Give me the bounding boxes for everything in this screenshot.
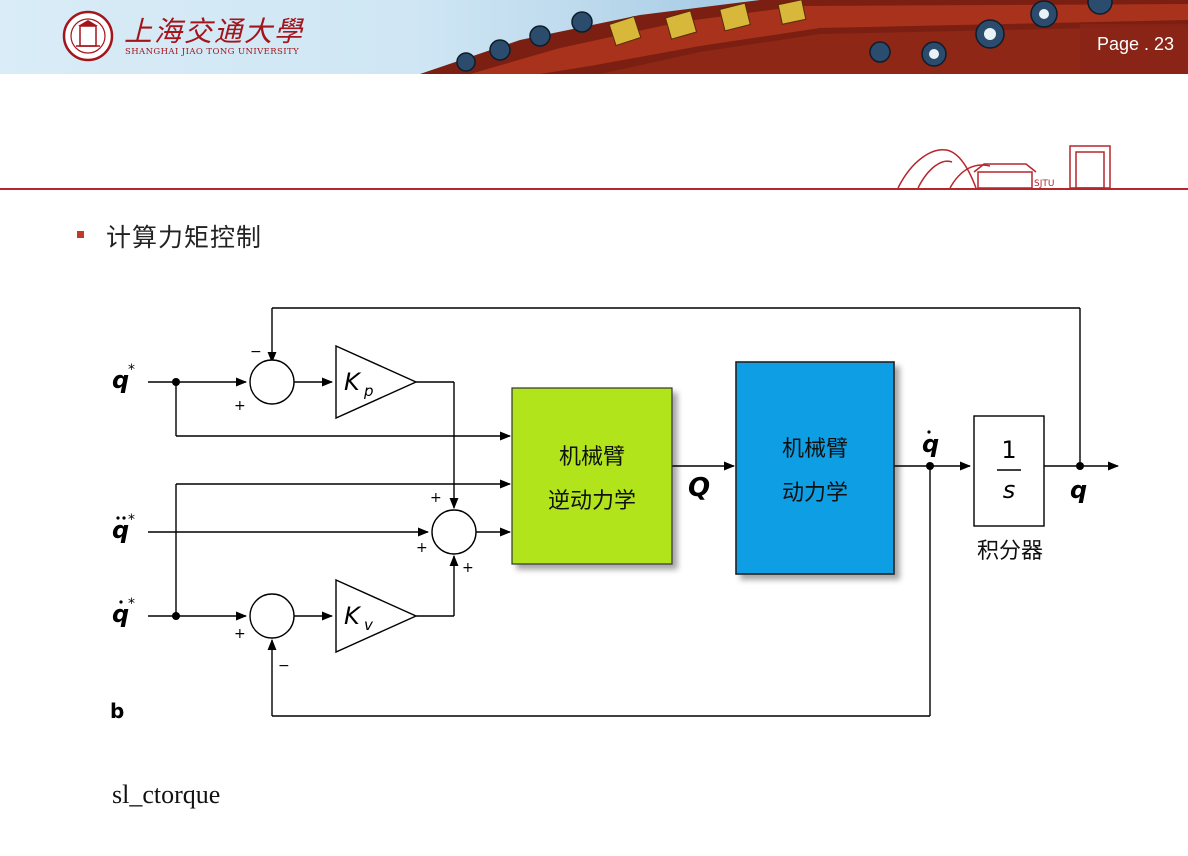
input-qdd-star: q (112, 516, 129, 544)
university-seal-logo (62, 10, 114, 62)
dynamics-block-line2: 动力学 (782, 481, 848, 506)
star-q: * (128, 362, 135, 378)
campus-line-art: SJTU (897, 145, 1111, 189)
bullet-text: 计算力矩控制 (106, 223, 263, 252)
panel-letter: b (110, 699, 124, 723)
junction-velocity (926, 462, 934, 470)
integrator-numerator: 1 (1001, 436, 1016, 464)
inverse-block-line2: 逆动力学 (548, 489, 636, 514)
input-qd-star: q (112, 600, 129, 628)
integrator-block (973, 415, 1045, 527)
kp-subscript: p (363, 382, 374, 400)
university-name-cn: 上海交通大學 (124, 15, 305, 48)
sign-minus-sum1: − (250, 344, 262, 360)
sign-minus-sum3: − (278, 658, 290, 674)
sum-velocity-error (249, 593, 295, 639)
sign-plus-sum2-top: + (430, 490, 442, 506)
sign-plus-sum2-left: + (416, 540, 428, 556)
star-qd: * (128, 596, 135, 612)
dynamics-block-line1: 机械臂 (782, 437, 848, 462)
sign-plus-sum2-bottom: + (462, 560, 474, 576)
arm-dynamics-block (735, 361, 895, 575)
inverse-dynamics-block (511, 387, 673, 565)
sum-position-error (249, 359, 295, 405)
input-q-star: q (112, 366, 129, 394)
integrator-label: 积分器 (977, 539, 1043, 564)
integrator-denominator: s (1003, 476, 1016, 504)
bullet-marker (77, 231, 84, 238)
sign-plus-sum1: + (234, 398, 246, 414)
kv-label: K (344, 602, 362, 630)
page-number: Page . 23 (1096, 34, 1174, 54)
gain-kp (335, 344, 418, 420)
sign-plus-sum3: + (234, 626, 246, 642)
roof-eaves-image (420, 0, 1188, 74)
university-name-en: SHANGHAI JIAO TONG UNIVERSITY (125, 47, 300, 57)
kv-subscript: v (364, 616, 374, 634)
output-label: q (1070, 476, 1087, 504)
star-qdd: * (128, 512, 135, 528)
header-banner: 上海交通大學 SHANGHAI JIAO TONG UNIVERSITY Pag… (0, 0, 1188, 74)
inverse-block-line1: 机械臂 (559, 445, 625, 470)
gain-kv (335, 578, 418, 654)
kp-label: K (344, 368, 362, 396)
header-rule (0, 188, 1188, 190)
computed-torque-block-diagram: K p K v − + + + + + − q q q * * * 机械臂 逆动… (110, 307, 1120, 723)
junction-qd-star (172, 612, 180, 620)
velocity-label: q (922, 430, 939, 458)
sum-acceleration (431, 509, 477, 555)
junction-q-star (172, 378, 180, 386)
torque-label: Q (688, 473, 710, 503)
svg-text:SJTU: SJTU (1034, 179, 1054, 189)
model-caption: sl_ctorque (112, 780, 221, 809)
junction-output (1076, 462, 1084, 470)
